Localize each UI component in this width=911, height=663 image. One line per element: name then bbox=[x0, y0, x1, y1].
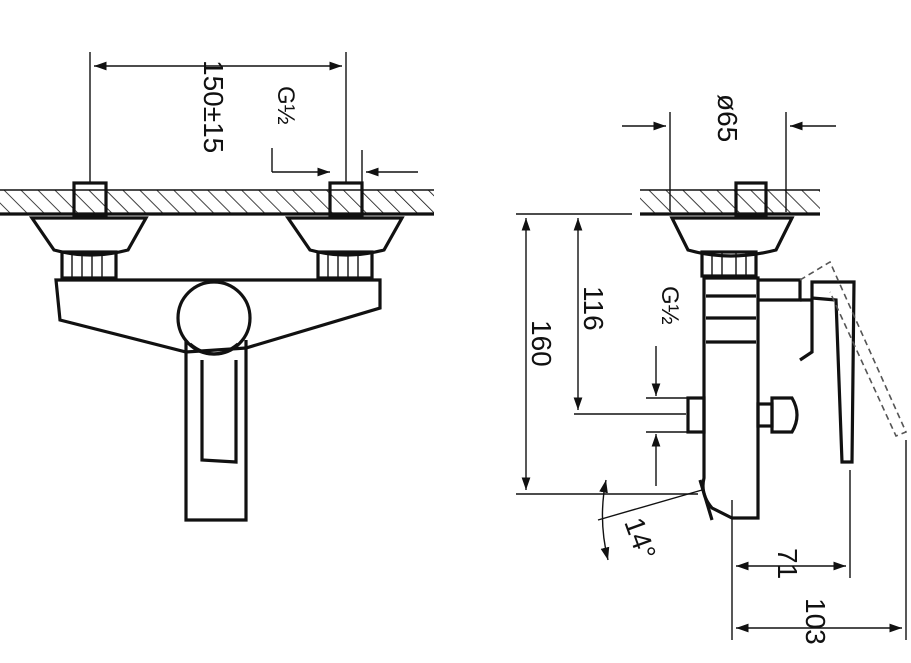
side-nut bbox=[700, 250, 758, 278]
front-view: 150±15 G½ bbox=[0, 52, 434, 522]
side-body bbox=[701, 276, 760, 520]
handle-knob bbox=[176, 280, 252, 356]
diverter-stem bbox=[686, 396, 706, 434]
side-connector-pin bbox=[734, 181, 768, 218]
mixer-body bbox=[54, 278, 382, 354]
angle-ref-line bbox=[597, 489, 703, 521]
dim-depth-total-label: 103 bbox=[800, 598, 831, 645]
diverter-neck bbox=[756, 402, 774, 428]
spout-inner bbox=[200, 360, 238, 464]
side-cartridge bbox=[758, 278, 802, 302]
dim-height-inlet-label: 116 bbox=[578, 286, 609, 331]
dim-diameter-label: ø65 bbox=[712, 94, 743, 142]
wall-hatch-front bbox=[0, 190, 434, 214]
left-connector bbox=[28, 181, 149, 280]
wall-hatch-side bbox=[640, 190, 820, 214]
diverter-knob bbox=[770, 396, 799, 434]
outlet-nozzle bbox=[698, 479, 714, 521]
spout bbox=[184, 340, 248, 522]
dim-height-total-label: 160 bbox=[526, 320, 557, 367]
right-connector bbox=[284, 181, 405, 280]
side-view: ø65 160 116 G½ 14° 71 103 bbox=[516, 94, 908, 645]
dim-thread-side-label: G½ bbox=[656, 286, 683, 325]
side-rosette bbox=[669, 216, 795, 258]
dim-depth-spout-label: 71 bbox=[772, 548, 803, 579]
side-lever bbox=[810, 280, 856, 464]
dim-angle-label: 14° bbox=[618, 513, 662, 563]
dim-centers-label: 150±15 bbox=[198, 60, 229, 153]
angle-arc bbox=[599, 479, 610, 561]
dim-thread-left-label: G½ bbox=[272, 86, 299, 125]
